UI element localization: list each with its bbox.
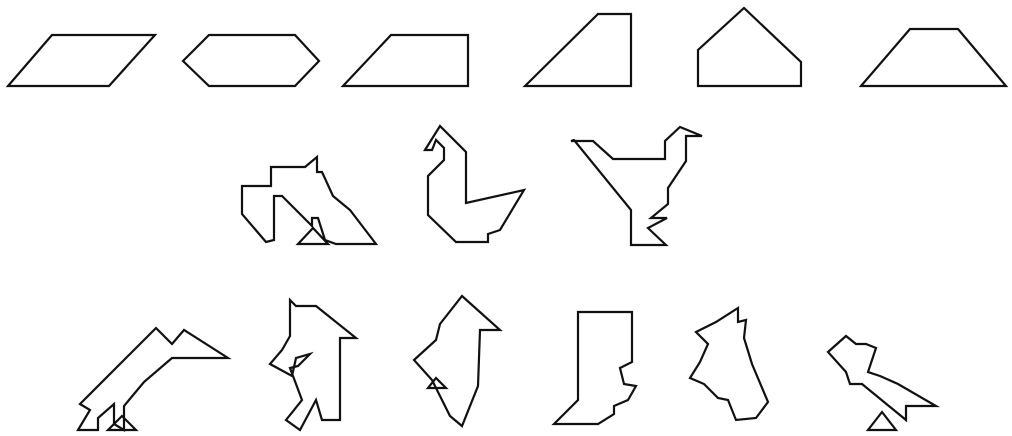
hexagon-shape	[183, 35, 319, 86]
bird-perched-shape	[828, 336, 936, 420]
bird-long-neck-shape	[78, 328, 228, 430]
boot-figure-shape	[554, 312, 636, 424]
bird-crest-3-shape	[690, 308, 768, 420]
pentagon-house-shape	[698, 8, 801, 86]
parallelogram-shape	[8, 35, 155, 86]
row-basic-shapes	[8, 8, 1006, 86]
bird-perched-foot-shape	[868, 412, 896, 430]
isosceles-trapezoid-shape	[861, 29, 1006, 86]
row-bird-figures-middle	[242, 126, 702, 245]
bird-crest-2-shape	[414, 296, 500, 426]
bird-crest-1-shape	[270, 300, 356, 430]
bird-standing-shape	[571, 127, 702, 245]
row-bird-figures-bottom	[78, 296, 936, 430]
right-trapezoid-shape	[343, 35, 468, 86]
right-trapezoid-tall-shape	[525, 14, 631, 86]
swan-shape	[425, 126, 524, 242]
